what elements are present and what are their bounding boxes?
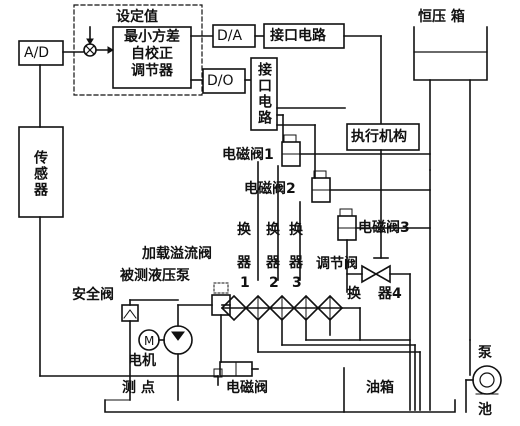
oil-tank-body	[104, 399, 456, 413]
safety-valve-label: 安全阀	[72, 287, 114, 303]
bottom-solenoid-label: 电磁阀	[226, 380, 268, 396]
interface-mid-box	[250, 57, 278, 131]
exchanger4-label-a: 换	[347, 286, 361, 302]
tested-pump-label: 被测液压泵	[120, 268, 190, 284]
controller-line-3: 调节器	[131, 63, 173, 79]
do-label: D/O	[207, 73, 234, 89]
sensor-box	[18, 126, 64, 218]
exchanger2-top: 换	[266, 222, 280, 238]
oil-tank-label: 油箱	[366, 380, 394, 396]
controller-box	[112, 26, 192, 89]
exchanger1-num: 1	[240, 275, 250, 291]
pump-label: 泵	[478, 345, 492, 361]
exchanger3-char: 器	[289, 255, 303, 271]
motor-symbol-label: M	[144, 334, 155, 348]
sensor-label: 传感器	[32, 150, 48, 198]
interface-top-label: 接口电路	[270, 28, 326, 44]
safety-valve-symbol	[121, 304, 139, 322]
const-tank-body	[413, 26, 488, 81]
exchanger4-label-b: 器4	[378, 286, 402, 302]
controller-line-1: 最小方差	[124, 29, 180, 45]
actuator-box	[346, 123, 420, 151]
controller-region	[73, 4, 203, 96]
solenoid2-label: 电磁阀2	[244, 181, 296, 197]
controller-line-2: 自校正	[131, 46, 173, 62]
exchanger2-char: 器	[266, 255, 280, 271]
exchanger1-top: 换	[237, 222, 251, 238]
actuator-label: 执行机构	[351, 129, 407, 145]
ad-label: A/D	[24, 45, 50, 61]
controller-label: 最小方差 自校正 调节器	[113, 29, 191, 80]
solenoid3-label: 电磁阀3	[358, 220, 410, 236]
exchanger-row	[220, 294, 344, 322]
exchanger1-char: 器	[237, 255, 251, 271]
load-relief-label: 加载溢流阀	[142, 246, 212, 262]
motor-label: 电机	[128, 353, 156, 369]
pool-label: 池	[478, 402, 492, 418]
measure-point-label: 测 点	[122, 380, 155, 396]
exchanger3-top: 换	[289, 222, 303, 238]
da-label: D/A	[217, 28, 243, 44]
ad-box	[18, 40, 64, 66]
do-box	[202, 68, 246, 94]
exchanger3-num: 3	[292, 275, 302, 291]
reg-valve-label: 调节阀	[316, 256, 358, 272]
regulating-valve-symbol	[361, 264, 378, 284]
solenoid1-label: 电磁阀1	[222, 147, 274, 163]
circulation-pump-symbol	[472, 365, 502, 395]
interface-mid-label: 接口电路	[256, 62, 272, 126]
const-tank-label: 恒压 箱	[418, 9, 465, 25]
setpoint-label: 设定值	[116, 9, 158, 25]
exchanger2-num: 2	[269, 275, 279, 291]
